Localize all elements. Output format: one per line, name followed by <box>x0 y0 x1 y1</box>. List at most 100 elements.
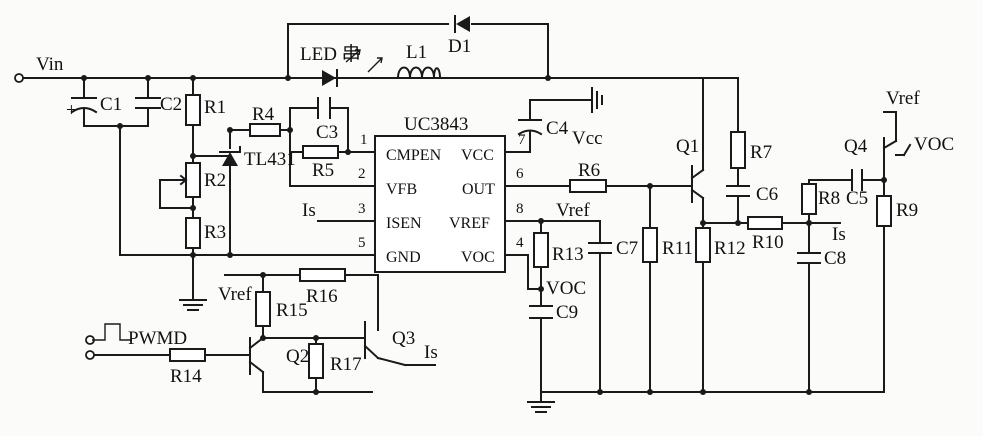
capacitor-c9 <box>529 305 553 319</box>
pwmd-terminal-bottom <box>85 350 95 360</box>
label-r3: R3 <box>204 222 226 243</box>
label-plus: + <box>66 100 77 121</box>
pin-6-number: 6 <box>516 166 524 182</box>
label-r9: R9 <box>896 200 918 221</box>
label-r5: R5 <box>312 160 334 181</box>
pin-4-number: 4 <box>516 235 524 251</box>
label-vin: Vin <box>36 54 64 75</box>
pin-name-vfb: VFB <box>386 181 417 198</box>
resistor-r12 <box>695 227 711 263</box>
label-ic-name: UC3843 <box>404 114 468 135</box>
resistor-r14 <box>169 348 206 362</box>
label-vref-q4: Vref <box>886 88 920 109</box>
pwmd-pulse-icon <box>92 323 132 341</box>
label-c4: C4 <box>546 118 569 139</box>
junction-dots <box>81 75 887 395</box>
pin-name-cmpen: CMPEN <box>386 147 442 164</box>
resistors <box>169 94 892 379</box>
label-r15: R15 <box>276 300 308 321</box>
label-d1: D1 <box>448 36 471 57</box>
label-is-q3: Is <box>424 342 438 363</box>
diode-d1 <box>454 15 470 33</box>
pin-1-number: 1 <box>360 132 368 148</box>
pin-8-number: 8 <box>516 201 524 217</box>
pin-name-out: OUT <box>462 181 495 198</box>
resistor-r11 <box>642 227 658 263</box>
label-is-r10: Is <box>832 224 846 245</box>
label-r13: R13 <box>552 244 584 265</box>
led-emission-arrows-icon <box>345 49 383 73</box>
resistor-r2 <box>185 162 201 198</box>
label-q3: Q3 <box>392 328 415 349</box>
label-c5: C5 <box>846 188 868 209</box>
label-vref-c7: Vref <box>556 200 590 221</box>
pin-name-isen: ISEN <box>386 215 422 232</box>
label-r14: R14 <box>170 366 202 387</box>
resistor-r10 <box>747 216 783 230</box>
resistor-r16 <box>299 268 346 282</box>
resistor-r9 <box>876 195 892 227</box>
pin-name-vref: VREF <box>449 215 490 232</box>
pin-5-number: 5 <box>358 235 366 251</box>
resistor-r13 <box>533 232 549 268</box>
label-vref-r15: Vref <box>218 284 252 305</box>
uc3843-ic-body <box>374 135 506 273</box>
resistor-r6 <box>569 179 607 193</box>
capacitor-c2 <box>135 97 161 109</box>
ground-symbol-bottom <box>527 401 555 413</box>
label-is-pin3: Is <box>302 200 316 221</box>
label-pwmd: PWMD <box>128 328 187 349</box>
label-c8: C8 <box>824 248 846 269</box>
label-q2: Q2 <box>286 346 309 367</box>
led-string-diode <box>322 69 338 87</box>
label-r11: R11 <box>662 238 693 259</box>
ground-symbol-left <box>179 299 207 311</box>
label-voc-c9: VOC <box>546 278 586 299</box>
capacitor-c8 <box>797 252 821 264</box>
label-r2: R2 <box>204 170 226 191</box>
capacitor-c6 <box>726 185 750 197</box>
label-r12: R12 <box>714 238 746 259</box>
resistor-r1 <box>185 94 201 126</box>
capacitors <box>70 97 863 319</box>
resistor-r8 <box>801 183 817 215</box>
label-voc-q4: VOC <box>914 134 954 155</box>
label-r6: R6 <box>578 160 600 181</box>
label-r10: R10 <box>752 232 784 253</box>
label-c7: C7 <box>616 238 638 259</box>
tl431-reference <box>219 146 241 166</box>
resistor-r3 <box>185 217 201 249</box>
resistor-r5 <box>302 145 339 159</box>
label-c3: C3 <box>316 122 338 143</box>
label-l1: L1 <box>406 42 427 63</box>
label-r16: R16 <box>306 286 338 307</box>
label-r7: R7 <box>750 142 772 163</box>
label-q1: Q1 <box>676 136 699 157</box>
capacitor-c7 <box>588 242 612 254</box>
pin-2-number: 2 <box>358 166 366 182</box>
label-c9: C9 <box>556 302 578 323</box>
label-tl431: TL431 <box>244 149 296 170</box>
label-r4: R4 <box>252 104 275 125</box>
labels: Vin + C1 C2 R1 R2 R3 R4 R5 C3 TL431 LED … <box>36 36 954 387</box>
label-vcc: Vcc <box>572 128 603 149</box>
label-r1: R1 <box>204 97 226 118</box>
label-r17: R17 <box>330 354 362 375</box>
resistor-r17 <box>308 343 324 379</box>
label-q4: Q4 <box>844 136 868 157</box>
label-r8: R8 <box>818 188 840 209</box>
capacitor-c5 <box>851 169 863 191</box>
label-c6: C6 <box>756 184 778 205</box>
label-led: LED 串 <box>300 43 361 65</box>
capacitor-c1 <box>70 97 98 114</box>
label-c1: C1 <box>100 94 122 115</box>
r2-wiper-arrow-icon <box>175 174 188 186</box>
pin-name-vcc: VCC <box>461 147 494 164</box>
capacitor-c3 <box>317 97 331 119</box>
pin-name-gnd: GND <box>386 249 421 266</box>
resistor-r7 <box>730 131 746 169</box>
pin-3-number: 3 <box>358 201 366 217</box>
capacitor-c4 <box>517 119 543 136</box>
ground-symbol-c4 <box>591 87 603 113</box>
